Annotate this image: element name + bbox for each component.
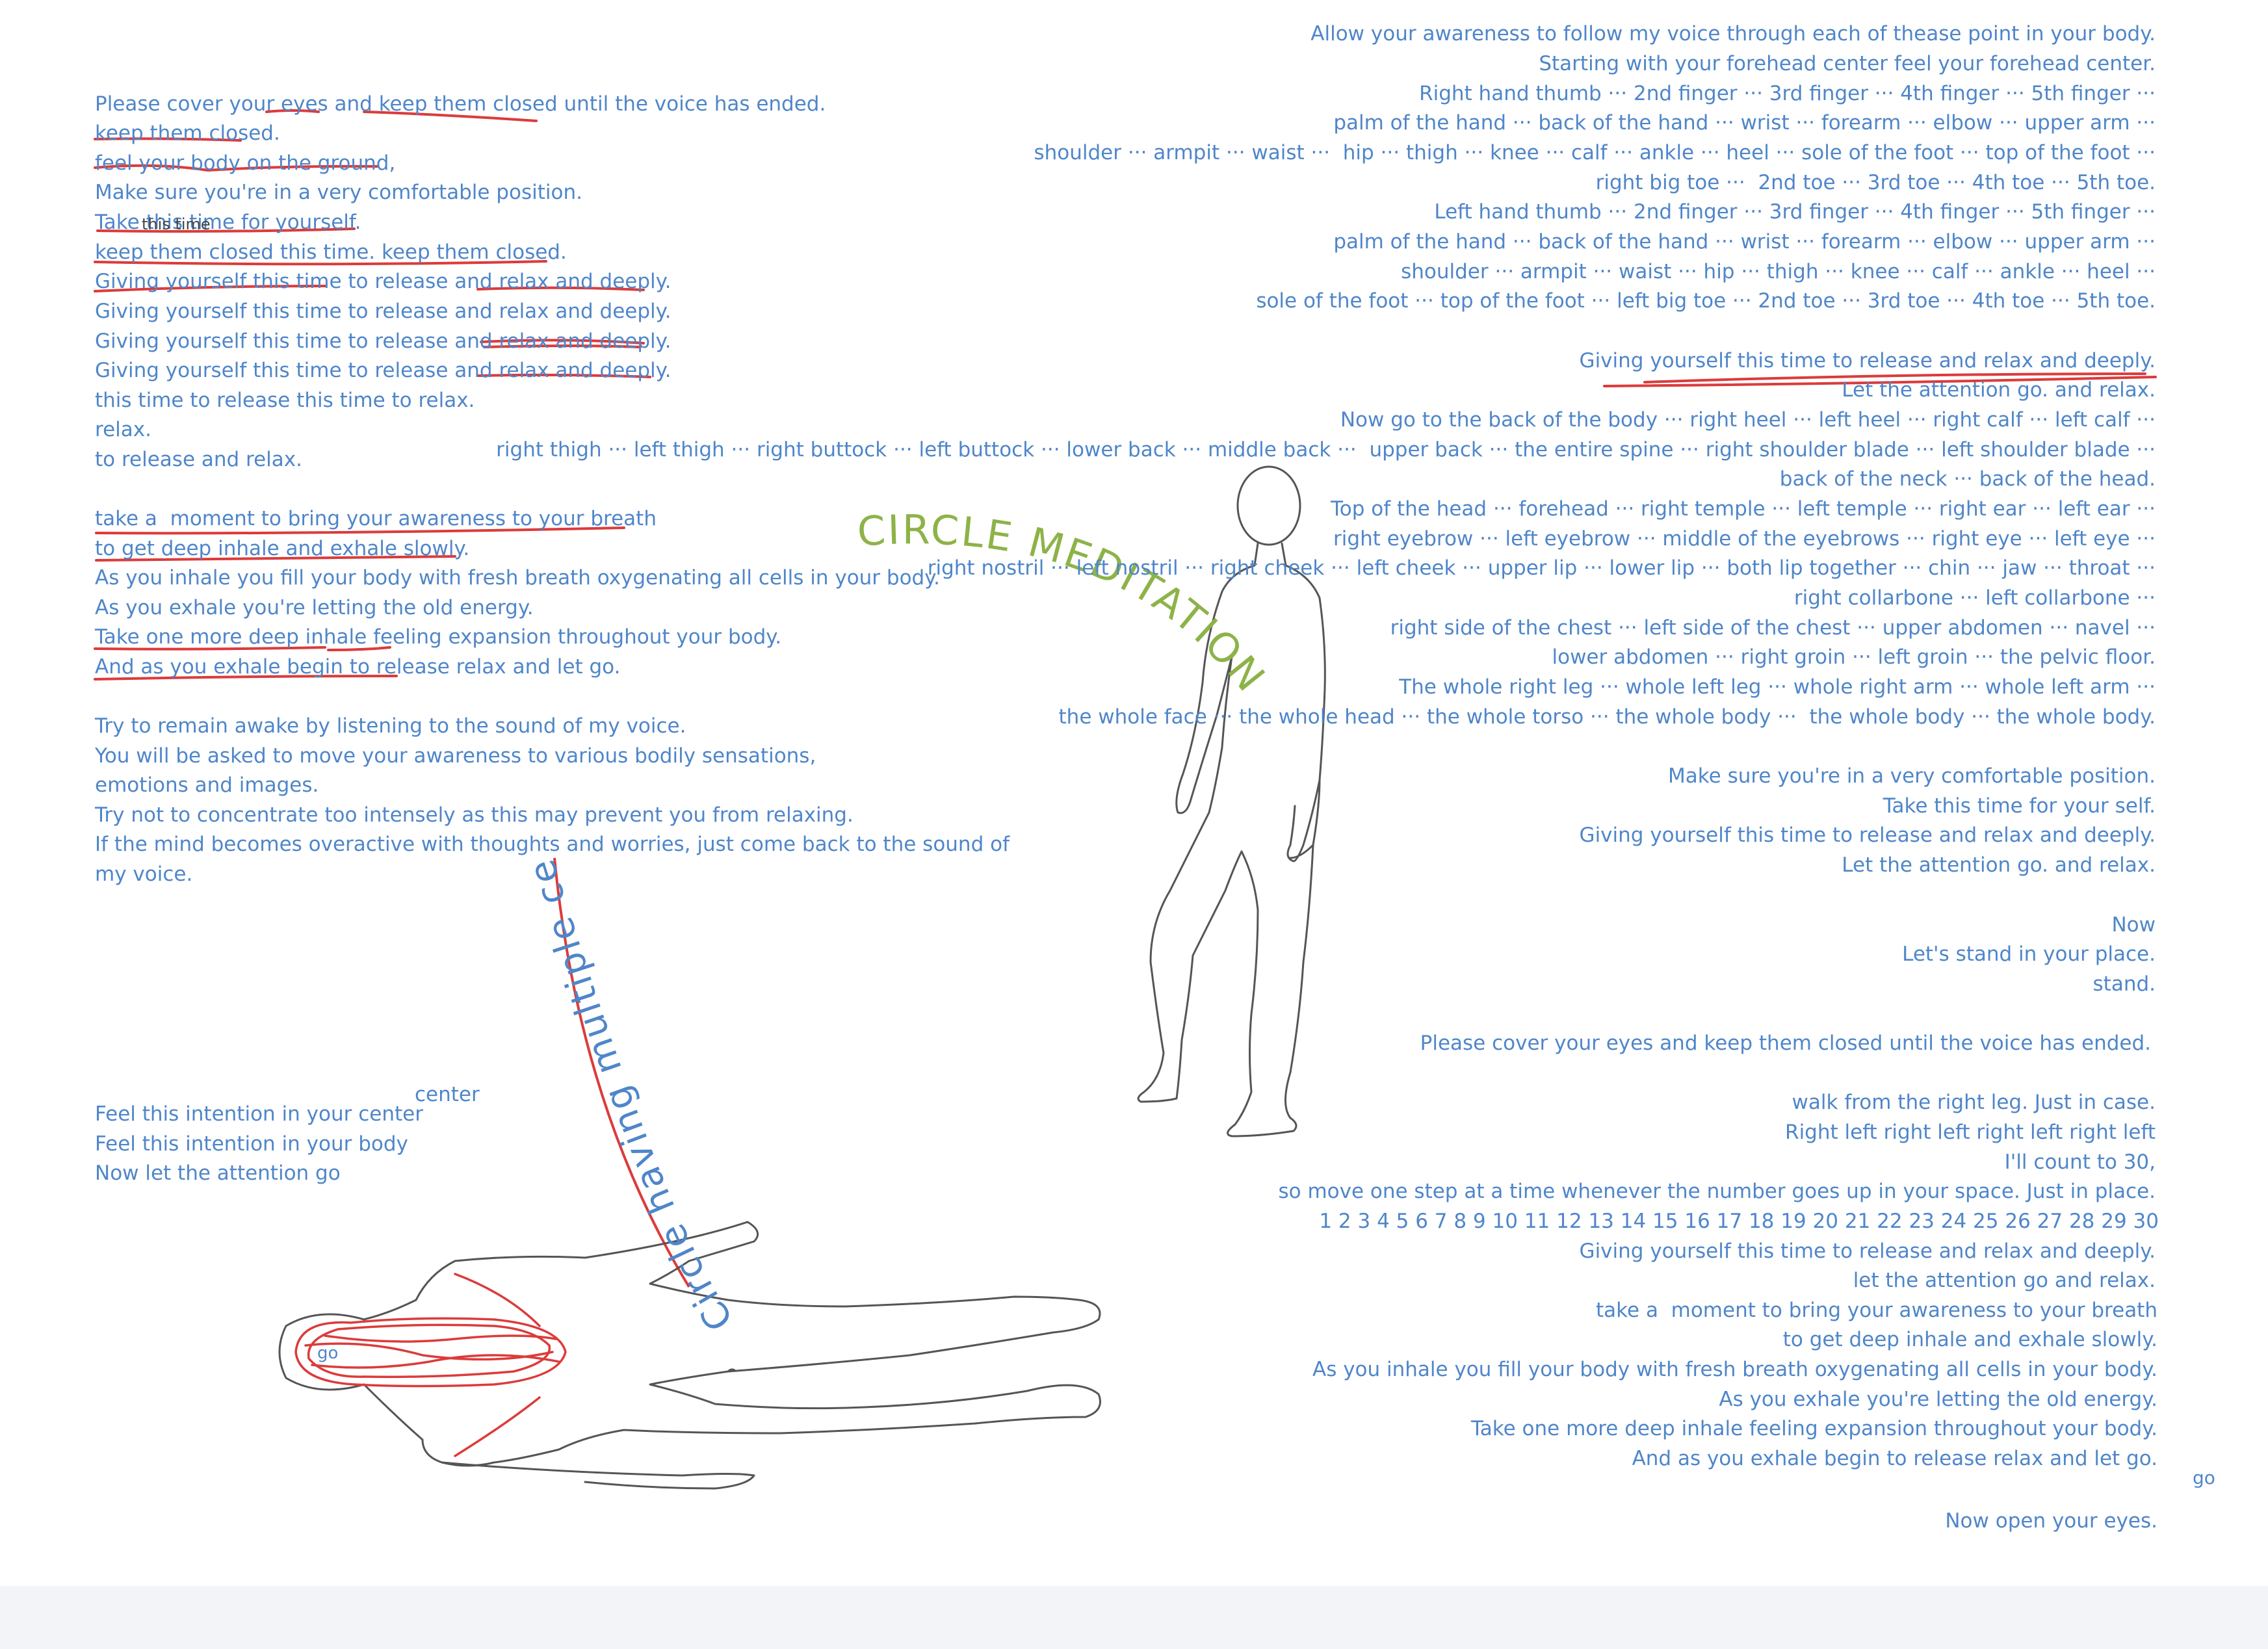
right-text-line: palm of the hand ··· back of the hand ··… [1333, 111, 2156, 135]
left-text-line: Try not to concentrate too intensely as … [95, 803, 854, 827]
right-text-line: right side of the chest ··· left side of… [1390, 616, 2156, 640]
right-text-line: Left hand thumb ··· 2nd finger ··· 3rd f… [1434, 200, 2156, 224]
left-text-line: Giving yourself this time to release and… [95, 359, 671, 382]
right-text-line: Allow your awareness to follow my voice … [1310, 22, 2156, 45]
right-text-line: As you inhale you fill your body with fr… [1312, 1358, 2157, 1381]
left-text-line: to release and relax. [95, 448, 302, 471]
right-text-line: let the attention go and relax. [1853, 1269, 2156, 1292]
right-text-line: Let the attention go. and relax. [1842, 853, 2156, 877]
go-label: go [2193, 1467, 2215, 1488]
right-text-line: Starting with your forehead center feel … [1539, 52, 2156, 75]
right-text-line: Make sure you're in a very comfortable p… [1668, 764, 2156, 788]
right-text-line: And as you exhale begin to release relax… [1632, 1447, 2157, 1470]
right-text-line: Take one more deep inhale feeling expans… [1470, 1417, 2157, 1440]
left-text-line: this time to release this time to relax. [95, 389, 475, 412]
lying-figure [278, 1221, 1101, 1490]
left-text-line: As you exhale you're letting the old ene… [95, 596, 534, 619]
handwritten-note: this time [142, 215, 211, 233]
left-text-line: take a moment to bring your awareness to… [95, 507, 657, 530]
right-text-line: As you exhale you're letting the old ene… [1719, 1388, 2157, 1411]
closing-line: Now open your eyes. [1945, 1509, 2157, 1533]
right-text-line: Giving yourself this time to release and… [1579, 1240, 2156, 1263]
left-text-line: Giving yourself this time to release and… [95, 330, 671, 353]
intention-line: Feel this intention in your body [95, 1132, 408, 1156]
right-text-line: Please cover your eyes and keep them clo… [1420, 1032, 2151, 1055]
right-text-line: walk from the right leg. Just in case. [1792, 1091, 2156, 1114]
red-marker-scribble [294, 1273, 567, 1457]
left-text-line: Make sure you're in a very comfortable p… [95, 181, 582, 204]
right-text-line: right nostril ··· left nostril ··· right… [927, 556, 2156, 580]
red-underline-marks [94, 109, 2157, 681]
left-text-line: to get deep inhale and exhale slowly. [95, 537, 470, 560]
left-text-line: Take one more deep inhale feeling expans… [95, 625, 782, 649]
right-text-line: right collarbone ··· left collarbone ··· [1793, 586, 2156, 610]
right-text-line: stand. [2092, 972, 2156, 996]
left-text-line: As you inhale you fill your body with fr… [95, 566, 941, 590]
right-text-line: Let the attention go. and relax. [1842, 378, 2156, 402]
right-text-line: so move one step at a time whenever the … [1278, 1180, 2156, 1203]
right-text-line: right thigh ··· left thigh ··· right but… [496, 438, 2156, 461]
figure-go-label: go [317, 1344, 339, 1363]
right-text-line: Right hand thumb ··· 2nd finger ··· 3rd … [1419, 82, 2156, 105]
right-text-line: Take this time for your self. [1883, 794, 2156, 818]
right-text-line: The whole right leg ··· whole left leg ·… [1399, 675, 2156, 699]
left-text-line: And as you exhale begin to release relax… [95, 655, 621, 679]
right-text-line: right eyebrow ··· left eyebrow ··· middl… [1333, 527, 2156, 551]
right-text-line: Giving yourself this time to release and… [1579, 349, 2156, 372]
left-text-line: If the mind becomes overactive with thou… [95, 833, 1010, 856]
right-text-line: take a moment to bring your awareness to… [1596, 1299, 2157, 1322]
left-text-line: keep them closed this time. keep them cl… [95, 240, 567, 264]
right-text-line: shoulder ··· armpit ··· waist ··· hip ··… [1401, 260, 2156, 283]
right-text-line: right big toe ··· 2nd toe ··· 3rd toe ··… [1595, 171, 2156, 194]
intention-line: Feel this intention in your center [95, 1102, 423, 1126]
artwork-layer: CIRCLE MEDITATION Circle having multiple… [0, 0, 2157, 1490]
right-text-line: Right left right left right left right l… [1785, 1121, 2156, 1144]
left-text-line: Please cover your eyes and keep them clo… [95, 92, 826, 116]
left-text-line: keep them closed. [95, 122, 280, 145]
left-text-line: Take this time for yourself. [95, 211, 361, 234]
title-circle-meditation: CIRCLE MEDITATION [856, 506, 1275, 701]
right-text-line: Now [2111, 913, 2156, 937]
left-text-line: feel your body on the ground, [95, 151, 396, 175]
right-text-line: to get deep inhale and exhale slowly. [1782, 1328, 2157, 1351]
right-text-line: palm of the hand ··· back of the hand ··… [1333, 230, 2156, 253]
intention-line: Now let the attention go [95, 1162, 341, 1185]
right-text-line: back of the neck ··· back of the head. [1779, 467, 2156, 491]
left-text-line: You will be asked to move your awareness… [95, 744, 816, 768]
scan-background [0, 1586, 2268, 1649]
left-text-line: relax. [95, 418, 151, 441]
standing-figure [1137, 465, 1326, 1137]
left-text-line: Giving yourself this time to release and… [95, 300, 671, 323]
left-text-line: emotions and images. [95, 773, 319, 797]
right-text-line: lower abdomen ··· right groin ··· left g… [1552, 645, 2156, 669]
right-text-line: sole of the foot ··· top of the foot ···… [1256, 289, 2156, 313]
right-text-line: Giving yourself this time to release and… [1579, 824, 2156, 847]
right-text-line: shoulder ··· armpit ··· waist ··· hip ··… [1034, 141, 2156, 164]
left-text-line: my voice. [95, 863, 193, 886]
right-text-line: Top of the head ··· forehead ··· right t… [1331, 497, 2156, 521]
left-text-line: Try to remain awake by listening to the … [95, 714, 686, 738]
count-line: 1 2 3 4 5 6 7 8 9 10 11 12 13 14 15 16 1… [1319, 1210, 2159, 1233]
right-text-line: the whole face ··· the whole head ··· th… [1058, 705, 2156, 729]
right-text-line: Now go to the back of the body ··· right… [1340, 408, 2156, 432]
red-arc-stroke [553, 857, 690, 1288]
left-text-line: Giving yourself this time to release and… [95, 270, 671, 293]
right-text-line: Let's stand in your place. [1902, 942, 2156, 966]
center-label: center [415, 1083, 480, 1106]
right-text-line: I'll count to 30, [2004, 1150, 2156, 1174]
